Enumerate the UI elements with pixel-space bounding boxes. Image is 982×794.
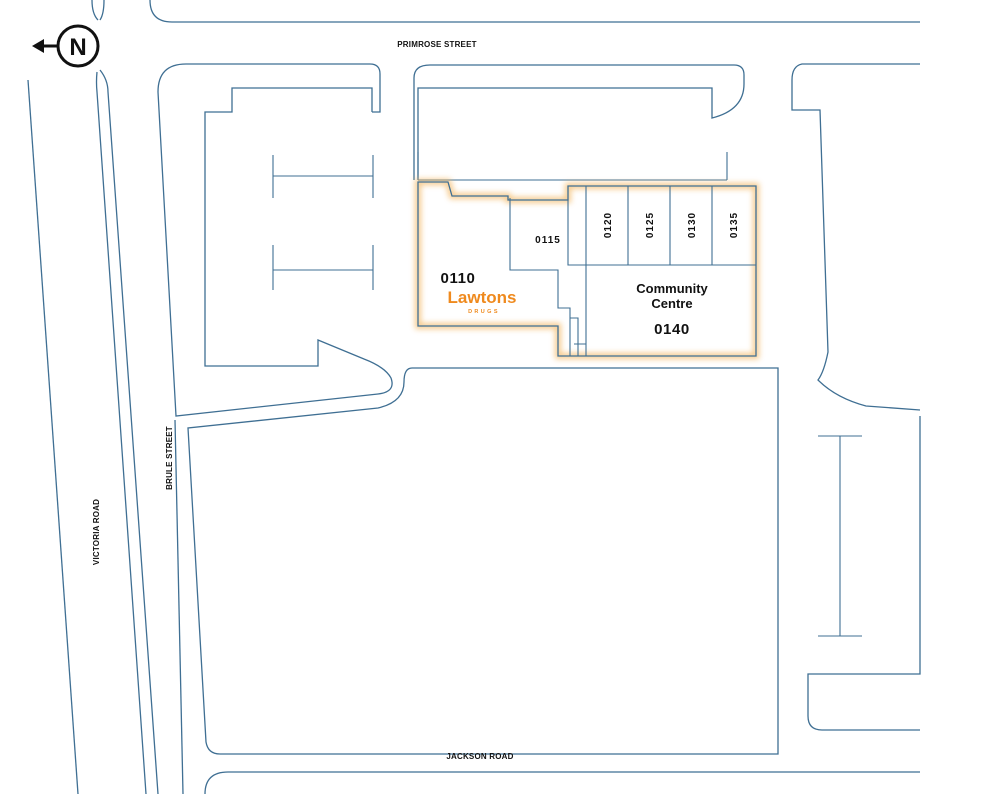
unit-0135-label: 0135	[729, 212, 740, 238]
unit-0115-label: 0115	[535, 235, 561, 246]
main-parking-lot	[187, 367, 779, 755]
lawtons-drugs-logo: Lawtons DRUGS	[448, 288, 517, 315]
tenant-name: Lawtons	[448, 288, 517, 307]
unit-0120-label: 0120	[603, 212, 614, 238]
unit-0140-label: 0140	[654, 321, 690, 338]
community-centre-line2: Centre	[651, 296, 692, 311]
shopping-centre-building	[415, 179, 759, 359]
north-arrow-icon: N	[32, 24, 100, 68]
community-centre-line1: Community	[636, 281, 708, 296]
unit-0130-label: 0130	[687, 212, 698, 238]
right-block	[791, 63, 921, 731]
tenant-subtitle: DRUGS	[468, 309, 500, 315]
street-label-victoria: VICTORIA ROAD	[92, 499, 101, 565]
top-middle-lot	[413, 64, 745, 181]
road-lines	[27, 0, 920, 794]
left-block	[157, 63, 393, 417]
unit-0110-label: 0110	[441, 270, 476, 287]
street-label-primrose: PRIMROSE STREET	[397, 40, 476, 49]
compass-label: N	[69, 34, 86, 61]
unit-0125-label: 0125	[645, 212, 656, 238]
street-label-jackson: JACKSON ROAD	[446, 752, 513, 761]
street-label-brule: BRULE STREET	[165, 426, 174, 490]
